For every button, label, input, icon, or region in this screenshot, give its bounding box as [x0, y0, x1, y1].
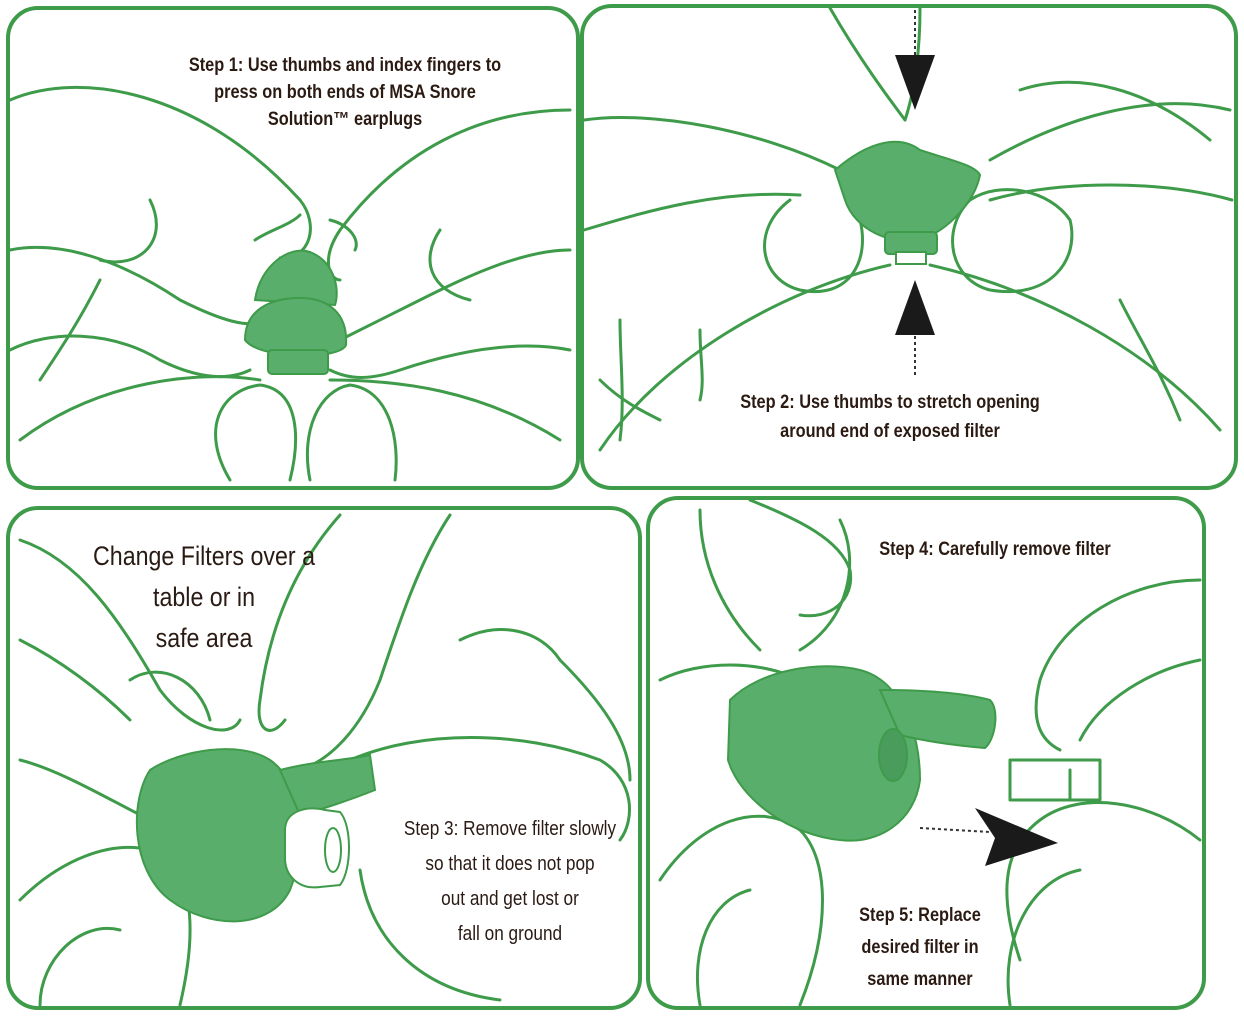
step-4-caption: Step 4: Carefully remove filter: [857, 536, 1132, 563]
panel-2-filter-tip: [896, 252, 926, 264]
panel-3-filter: [285, 808, 349, 887]
step-1-caption: Step 1: Use thumbs and index fingers to …: [177, 52, 512, 133]
step-3-caption: Step 3: Remove filter slowly so that it …: [394, 812, 626, 952]
step-5-caption: Step 5: Replace desired filter in same m…: [834, 900, 1006, 996]
safety-note-caption: Change Filters over a table or in safe a…: [84, 536, 325, 659]
step-2-caption: Step 2: Use thumbs to stretch opening ar…: [718, 388, 1062, 446]
